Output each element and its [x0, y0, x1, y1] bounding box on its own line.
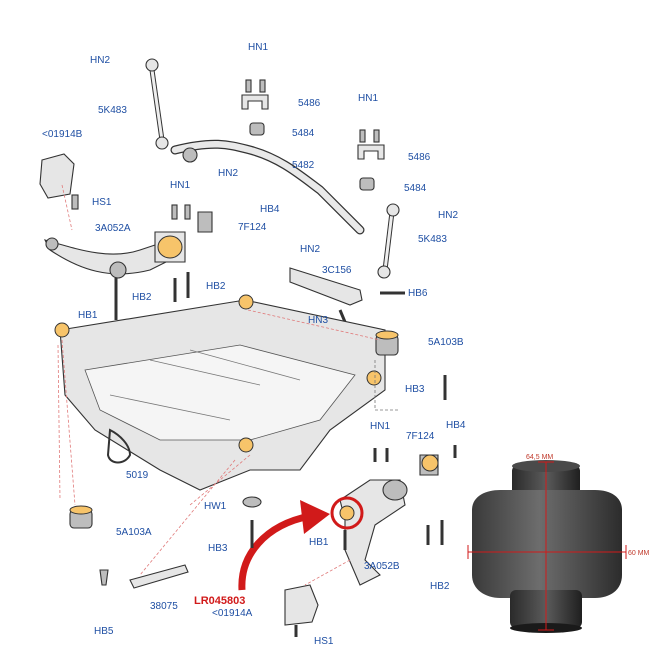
- label-hn1-top: HN1: [248, 42, 268, 53]
- label-hn2-top: HN2: [90, 55, 110, 66]
- label-38075: 38075: [150, 601, 178, 612]
- label-hn1-right: HN1: [358, 93, 378, 104]
- label-5486-top: 5486: [298, 98, 321, 109]
- stabilizer-bar: [170, 139, 365, 235]
- stabilizer-link-right: [377, 203, 400, 279]
- red-arrow: [238, 500, 330, 591]
- label-lr045803: LR045803: [194, 595, 245, 607]
- label-hb6: HB6: [408, 288, 428, 299]
- part-38075: [129, 564, 189, 589]
- label-5482: 5482: [292, 160, 315, 171]
- lower-arm-3a052a: [43, 204, 213, 320]
- leader-lines: [57, 184, 381, 586]
- bolt-hb5: [99, 569, 109, 586]
- label-hb1-low: HB1: [309, 537, 329, 548]
- bushing-5a103b: [375, 330, 399, 356]
- label-hb2-low: HB2: [430, 581, 450, 592]
- highlight-bushing: [330, 496, 364, 530]
- label-5019: 5019: [126, 470, 149, 481]
- bracket-01914a: [284, 584, 319, 626]
- label-hb1-left: HB1: [78, 310, 98, 321]
- stabilizer-link-left: [145, 58, 169, 150]
- stabilizer-clamp-top: [241, 79, 269, 136]
- label-hn1-mid: HN1: [170, 180, 190, 191]
- subframe-5019: [54, 294, 386, 491]
- dimension-height: 64,5 MM: [526, 454, 553, 461]
- label-hb4-low: HB4: [446, 420, 466, 431]
- bushing-5a103a: [69, 505, 93, 529]
- label-hb2-b: HB2: [206, 281, 226, 292]
- label-hs1-top: HS1: [92, 197, 112, 208]
- dimension-width: 60 MM: [628, 550, 650, 557]
- label-5a103a: 5A103A: [116, 527, 152, 538]
- label-01914a: <01914A: [212, 608, 253, 619]
- link-3c156: [289, 267, 405, 323]
- label-01914b: <01914B: [42, 129, 83, 140]
- lower-arm-3a052b: [339, 445, 457, 586]
- label-3a052b: 3A052B: [364, 561, 400, 572]
- label-hb4-mid: HB4: [260, 204, 280, 215]
- label-3a052a: 3A052A: [95, 223, 131, 234]
- label-hs1-low: HS1: [314, 636, 334, 647]
- label-5k483-right: 5K483: [418, 234, 447, 245]
- part-labels: HN2 HN1 5K483 5486 5484 HN1 5486 5484 54…: [42, 42, 466, 647]
- label-hn3: HN3: [308, 315, 328, 326]
- washer-hw1: [242, 496, 262, 508]
- label-hb2-a: HB2: [132, 292, 152, 303]
- label-hb3-low: HB3: [208, 543, 228, 554]
- label-5484-top: 5484: [292, 128, 315, 139]
- label-hn2-link: HN2: [300, 244, 320, 255]
- label-hn2-right: HN2: [438, 210, 458, 221]
- label-5484-right: 5484: [404, 183, 427, 194]
- label-hn1-low: HN1: [370, 421, 390, 432]
- label-hb3-right: HB3: [405, 384, 425, 395]
- label-hn2-mid: HN2: [218, 168, 238, 179]
- bushing-photo: [472, 460, 622, 633]
- label-5a103b: 5A103B: [428, 337, 464, 348]
- label-7f124-mid: 7F124: [238, 222, 267, 233]
- dimension-lines: 64,5 MM 60 MM: [467, 454, 650, 631]
- label-7f124-low: 7F124: [406, 431, 435, 442]
- label-3c156: 3C156: [322, 265, 352, 276]
- bracket-01914b: [39, 153, 79, 210]
- stabilizer-clamp-right: [357, 129, 385, 191]
- bolt-hb3-right: [374, 360, 447, 411]
- label-hb5: HB5: [94, 626, 114, 637]
- label-5486-right: 5486: [408, 152, 431, 163]
- label-5k483-left: 5K483: [98, 105, 127, 116]
- label-hw1: HW1: [204, 501, 227, 512]
